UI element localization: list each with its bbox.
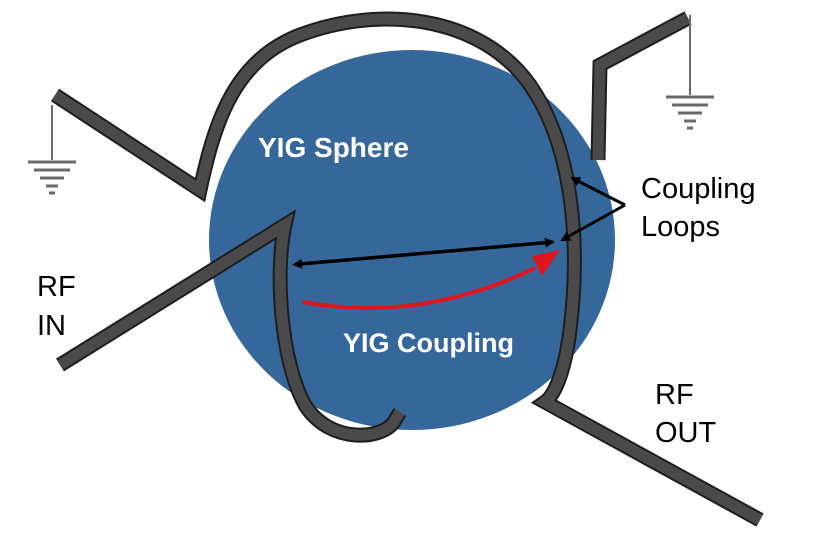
ground-icon [28,105,76,195]
yig-coupling-label: YIG Coupling [343,328,514,358]
ground-icon [666,15,714,130]
yig-sphere-label: YIG Sphere [258,132,409,163]
rf-out-label-line1: RF [655,379,694,411]
loop-to-loop-arrow [292,237,555,269]
input-coupling-loop [56,11,692,443]
coupling-loops-label-line2: Loops [641,211,720,243]
rf-out-label-line2: OUT [655,417,717,449]
rf-in-label-line1: RF [37,271,76,303]
output-coupling-loop [50,11,764,527]
rf-in-label-line2: IN [37,310,66,342]
coupling-loops-label-line1: Coupling [641,173,755,205]
coupling-loops-pointer [560,176,626,242]
